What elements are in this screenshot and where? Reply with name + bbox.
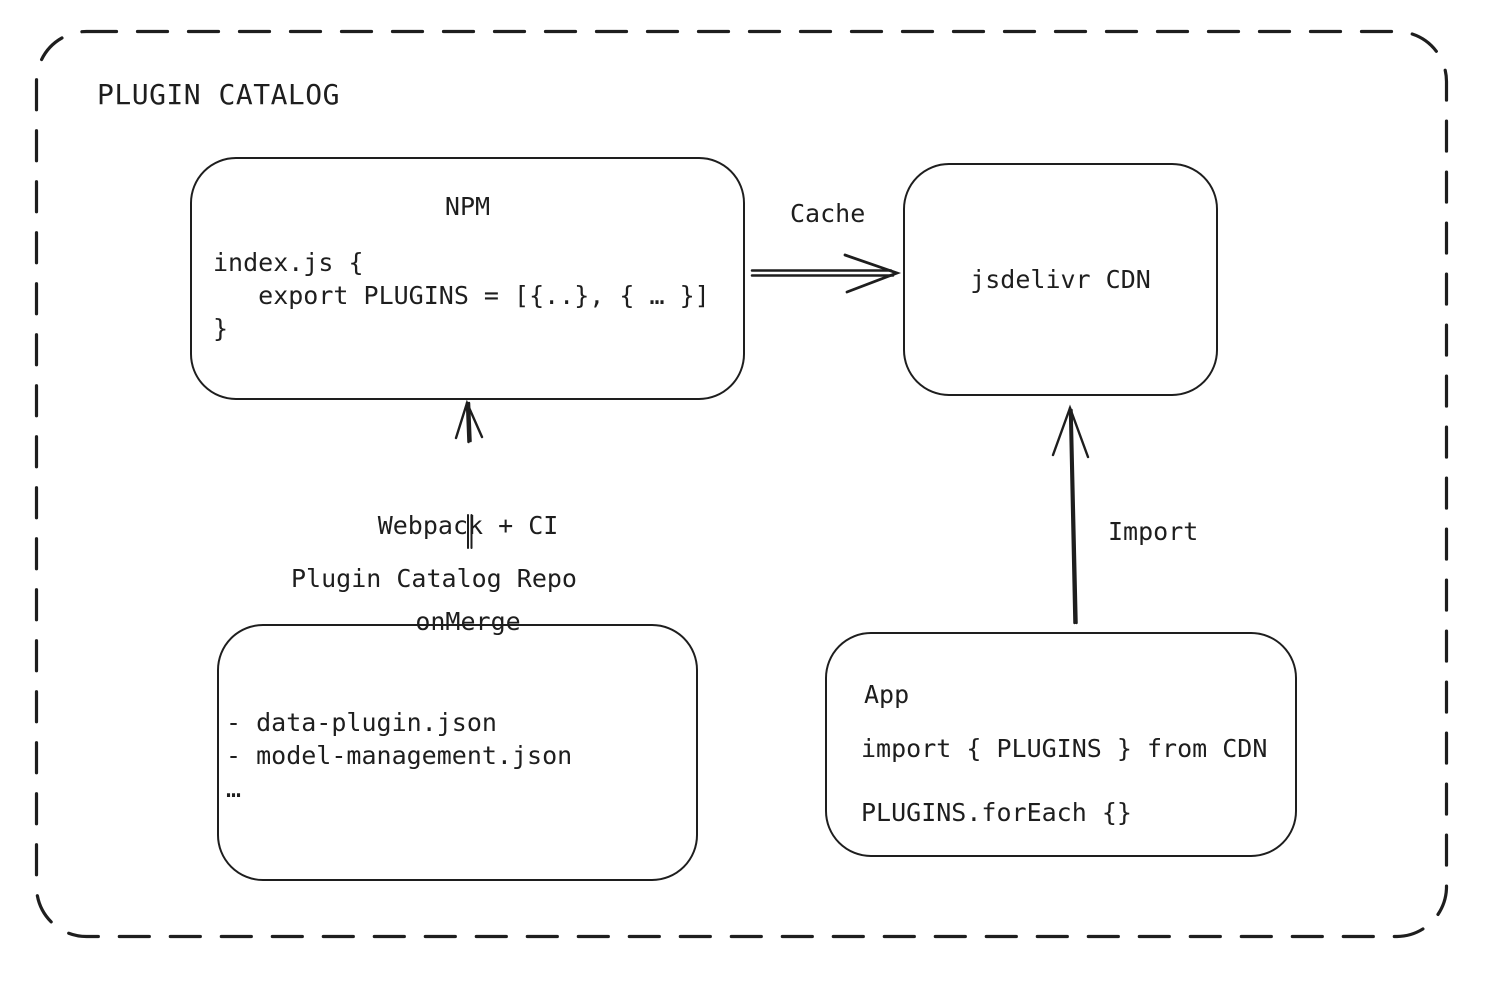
npm-code-block: index.js { export PLUGINS = [{..}, { … }… [213,246,710,345]
cache-arrow [750,253,902,294]
repo-file-item: - model-management.json [226,741,573,770]
repo-node-title: Plugin Catalog Repo [291,564,577,593]
repo-file-item: - data-plugin.json [226,708,497,737]
node-plugin-catalog-repo: - data-plugin.json - model-management.js… [217,624,698,881]
app-code-line: PLUGINS.forEach {} [861,798,1132,827]
npm-code-line: export PLUGINS = [{..}, { … }] [213,281,710,310]
diagram-title: PLUGIN CATALOG [97,78,341,111]
node-npm: NPM index.js { export PLUGINS = [{..}, {… [190,157,745,400]
app-code-line: import { PLUGINS } from CDN [861,734,1268,763]
node-app: App import { PLUGINS } from CDN PLUGINS.… [825,632,1297,857]
app-node-title: App [864,680,910,709]
npm-code-line: index.js { [213,248,364,277]
cache-edge-label: Cache [790,199,866,228]
npm-node-title: NPM [444,192,491,221]
import-edge-label: Import [1108,517,1199,546]
node-jsdelivr-cdn: jsdelivr CDN [903,163,1218,396]
import-arrow [1051,404,1090,625]
repo-file-item: … [226,774,242,803]
build-edge-label-line: Webpack + CI [377,511,559,540]
repo-file-list: - data-plugin.json - model-management.js… [226,706,572,805]
build-edge-label-line: onMerge [415,607,521,636]
cdn-node-label: jsdelivr CDN [970,264,1151,294]
npm-code-line: } [213,314,229,343]
build-edge-label: Webpack + CI onMerge [338,446,598,702]
